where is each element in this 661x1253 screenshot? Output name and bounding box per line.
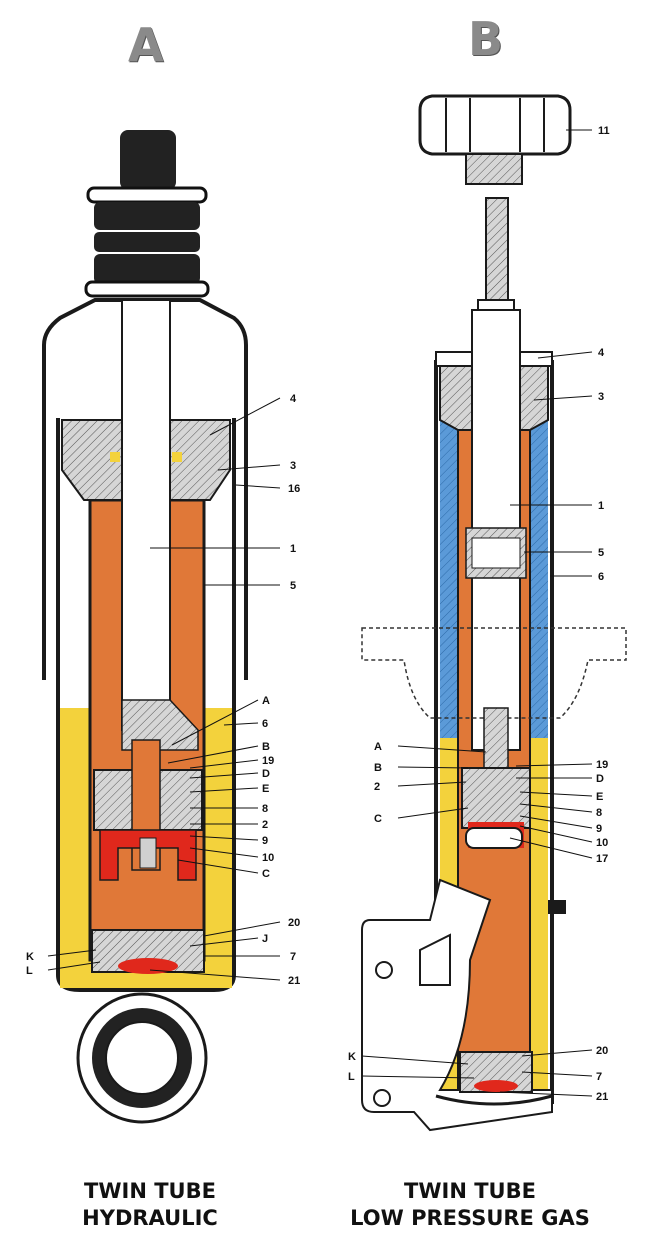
panel-b-strut [361, 94, 627, 1132]
b-label-11: 11 [598, 125, 610, 137]
b-label-7: 7 [596, 1071, 602, 1083]
a-label-10: 10 [262, 852, 274, 864]
a-label-2: 2 [262, 819, 268, 831]
a-foot-valve [91, 929, 205, 973]
panel-b-caption-line1: TWIN TUBE [404, 1179, 536, 1203]
a-label-7: 7 [290, 951, 296, 963]
a-valve-red [99, 829, 197, 881]
a-label-A: A [262, 695, 270, 707]
b-label-6: 6 [598, 571, 604, 583]
b-label-9: 9 [596, 823, 602, 835]
b-label-1: 1 [598, 500, 604, 512]
panel-a-label-text: 4 3 16 1 5 A 6 B 19 D E 8 2 9 10 C 20 J … [26, 393, 300, 987]
a-label-9: 9 [262, 835, 268, 847]
b-piston [461, 767, 531, 829]
b-label-A: A [374, 741, 382, 753]
a-label-8: 8 [262, 803, 268, 815]
b-knuckle-bracket [361, 878, 553, 1132]
b-label-E: E [596, 791, 603, 803]
panel-b-caption: TWIN TUBE LOW PRESSURE GAS [320, 1178, 620, 1232]
b-label-3: 3 [598, 391, 604, 403]
panel-a-caption: TWIN TUBE HYDRAULIC [40, 1178, 260, 1232]
panel-a-caption-line1: TWIN TUBE [84, 1179, 216, 1203]
panel-b-letter: B [468, 12, 505, 66]
b-label-B: B [374, 762, 382, 774]
a-label-4: 4 [290, 393, 297, 405]
panel-a-callouts [47, 397, 281, 981]
b-label-21: 21 [596, 1091, 608, 1103]
a-label-5: 5 [290, 580, 296, 592]
a-label-19: 19 [262, 755, 274, 767]
a-label-C: C [262, 868, 270, 880]
a-label-20: 20 [288, 917, 300, 929]
a-label-J: J [262, 933, 268, 945]
b-label-10: 10 [596, 837, 608, 849]
a-top-stud [120, 130, 176, 190]
panel-a-shock [42, 130, 248, 1124]
b-label-20: 20 [596, 1045, 608, 1057]
a-label-6: 6 [262, 718, 268, 730]
a-label-L: L [26, 965, 33, 977]
b-top-nut [418, 94, 572, 156]
a-label-16: 16 [288, 483, 300, 495]
b-label-D: D [596, 773, 604, 785]
b-label-2: 2 [374, 781, 380, 793]
panel-a-letter: A [128, 18, 165, 72]
a-label-K: K [26, 951, 34, 963]
b-label-17: 17 [596, 853, 608, 865]
panel-b-callouts [361, 129, 593, 1097]
b-label-C: C [374, 813, 382, 825]
a-label-1: 1 [290, 543, 296, 555]
b-spring-seat [361, 627, 627, 719]
panel-b-caption-line2: LOW PRESSURE GAS [350, 1206, 590, 1230]
b-label-8: 8 [596, 807, 602, 819]
a-label-3: 3 [290, 460, 296, 472]
b-label-4: 4 [598, 347, 605, 359]
b-label-K: K [348, 1051, 356, 1063]
panel-b-label-text: 11 4 3 1 5 6 A 19 B D 2 E 8 C 9 10 17 20… [348, 125, 610, 1103]
a-label-D: D [262, 768, 270, 780]
a-label-21: 21 [288, 975, 300, 987]
b-label-19: 19 [596, 759, 608, 771]
b-gas-chamber-left [440, 418, 458, 738]
a-piston-rod [121, 299, 171, 731]
b-label-L: L [348, 1071, 355, 1083]
panel-a-caption-line2: HYDRAULIC [82, 1206, 218, 1230]
b-gas-chamber-right [530, 418, 548, 738]
b-label-5: 5 [598, 547, 604, 559]
a-label-B: B [262, 741, 270, 753]
a-label-E: E [262, 783, 269, 795]
